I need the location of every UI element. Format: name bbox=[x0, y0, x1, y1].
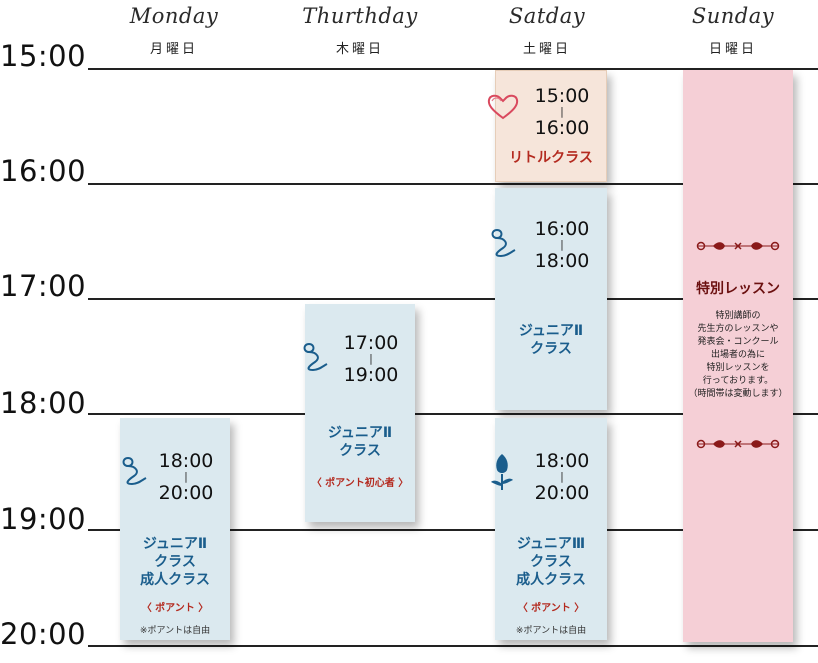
class-name-line: 成人クラス bbox=[516, 572, 586, 588]
time-separator: | bbox=[560, 105, 564, 118]
description-line: 特別講師の bbox=[715, 311, 761, 321]
hour-label-16: 16:00 bbox=[0, 154, 87, 188]
ornament-divider-icon bbox=[683, 436, 793, 450]
hour-line bbox=[88, 68, 818, 70]
pointe-note: ※ポアントは自由 bbox=[515, 626, 587, 636]
class-name-line: リトルクラス bbox=[509, 150, 593, 166]
swirl-heart-icon bbox=[489, 226, 519, 264]
class-block-saturday-junior2[interactable]: 16:00 | 18:00 ジュニアⅡ クラス bbox=[491, 188, 607, 410]
class-name-line: 成人クラス bbox=[140, 572, 210, 588]
time-range: 17:00 | 19:00 bbox=[327, 332, 415, 386]
tulip-icon bbox=[487, 450, 517, 496]
class-name-line: ジュニアⅡ bbox=[518, 323, 584, 339]
class-name: ジュニアⅢ クラス 成人クラス bbox=[495, 535, 607, 589]
time-separator: | bbox=[560, 470, 564, 483]
class-name: ジュニアⅡ クラス bbox=[305, 424, 415, 460]
special-lesson-title: 特別レッスン bbox=[696, 281, 780, 297]
hour-label-19: 19:00 bbox=[0, 502, 87, 536]
hour-line bbox=[88, 413, 818, 415]
class-name: リトルクラス bbox=[496, 149, 606, 167]
day-name-jp: 月曜日 bbox=[149, 42, 198, 57]
hour-label-15: 15:00 bbox=[0, 39, 87, 73]
start-time: 16:00 bbox=[534, 218, 590, 240]
class-name: ジュニアⅡ クラス bbox=[495, 322, 607, 358]
heart-icon bbox=[486, 93, 520, 125]
class-block-monday[interactable]: 18:00 | 20:00 ジュニアⅡ クラス 成人クラス 〈 ポアント 〉 ※… bbox=[120, 418, 230, 640]
time-separator: | bbox=[369, 352, 373, 365]
time-range: 18:00 | 20:00 bbox=[142, 450, 230, 504]
end-time: 16:00 bbox=[534, 117, 590, 139]
pointe-tag: 〈 ポアント 〉 bbox=[141, 603, 209, 614]
day-name-jp: 日曜日 bbox=[708, 42, 757, 57]
day-header-monday: Monday 月曜日 bbox=[109, 2, 239, 57]
hour-line bbox=[88, 183, 818, 185]
class-name-line: クラス bbox=[339, 443, 381, 459]
description-line: 発表会・コンクール bbox=[697, 337, 779, 347]
class-name-line: ジュニアⅡ bbox=[142, 536, 208, 552]
pointe-tag: 〈 ポアント 〉 bbox=[517, 603, 585, 614]
special-lesson-block-sunday[interactable]: 特別レッスン 特別講師の 先生方のレッスンや 発表会・コンクール 出場者の為に … bbox=[683, 70, 793, 642]
class-name-line: クラス bbox=[530, 341, 572, 357]
time-range: 15:00 | 16:00 bbox=[518, 85, 606, 139]
hour-label-17: 17:00 bbox=[0, 269, 87, 303]
hour-label-18: 18:00 bbox=[0, 386, 87, 420]
time-separator: | bbox=[560, 238, 564, 251]
class-block-saturday-little[interactable]: 15:00 | 16:00 リトルクラス bbox=[487, 70, 607, 182]
hour-line bbox=[88, 298, 818, 300]
day-header-thursday: Thurthday 木曜日 bbox=[295, 2, 425, 57]
class-name-line: ジュニアⅡ bbox=[327, 425, 393, 441]
special-lesson-description: 特別講師の 先生方のレッスンや 発表会・コンクール 出場者の為に 特別レッスンを… bbox=[687, 310, 789, 401]
day-header-saturday: Satday 土曜日 bbox=[482, 2, 612, 57]
time-range: 16:00 | 18:00 bbox=[517, 218, 607, 272]
description-line: 先生方のレッスンや bbox=[697, 324, 779, 334]
start-time: 17:00 bbox=[343, 332, 399, 354]
day-name-en: Sunday bbox=[691, 4, 775, 28]
day-name-jp: 土曜日 bbox=[522, 42, 571, 57]
pointe-note: ※ポアントは自由 bbox=[139, 626, 211, 636]
hour-line bbox=[88, 645, 818, 647]
class-name-line: クラス bbox=[154, 554, 196, 570]
end-time: 20:00 bbox=[158, 482, 214, 504]
day-name-en: Satday bbox=[508, 4, 586, 28]
class-name-line: ジュニアⅢ bbox=[516, 536, 586, 552]
description-line: 特別レッスンを bbox=[706, 363, 770, 373]
start-time: 18:00 bbox=[158, 450, 214, 472]
pointe-tag: 〈 ポアント初心者 〉 bbox=[311, 478, 409, 489]
start-time: 15:00 bbox=[534, 85, 590, 107]
ornament-divider-icon bbox=[683, 238, 793, 252]
hour-line bbox=[88, 529, 818, 531]
time-range: 18:00 | 20:00 bbox=[517, 450, 607, 504]
day-name-en: Thurthday bbox=[302, 4, 418, 28]
start-time: 18:00 bbox=[534, 450, 590, 472]
description-line: （時間帯は変動します） bbox=[688, 389, 788, 399]
swirl-heart-icon bbox=[301, 340, 331, 378]
end-time: 18:00 bbox=[534, 250, 590, 272]
hour-label-20: 20:00 bbox=[0, 617, 87, 651]
day-header-sunday: Sunday 日曜日 bbox=[668, 2, 798, 57]
class-name-line: クラス bbox=[530, 554, 572, 570]
end-time: 20:00 bbox=[534, 482, 590, 504]
end-time: 19:00 bbox=[343, 364, 399, 386]
day-name-en: Monday bbox=[129, 4, 219, 28]
class-block-thursday[interactable]: 17:00 | 19:00 ジュニアⅡ クラス 〈 ポアント初心者 〉 bbox=[303, 304, 415, 522]
time-separator: | bbox=[184, 470, 188, 483]
description-line: 出場者の為に bbox=[710, 350, 765, 360]
swirl-heart-icon bbox=[120, 454, 150, 492]
class-block-saturday-junior3[interactable]: 18:00 | 20:00 ジュニアⅢ クラス 成人クラス 〈 ポアント 〉 ※… bbox=[491, 418, 607, 640]
day-name-jp: 木曜日 bbox=[335, 42, 384, 57]
description-line: 行っております。 bbox=[702, 376, 774, 386]
class-name: ジュニアⅡ クラス 成人クラス bbox=[120, 535, 230, 589]
